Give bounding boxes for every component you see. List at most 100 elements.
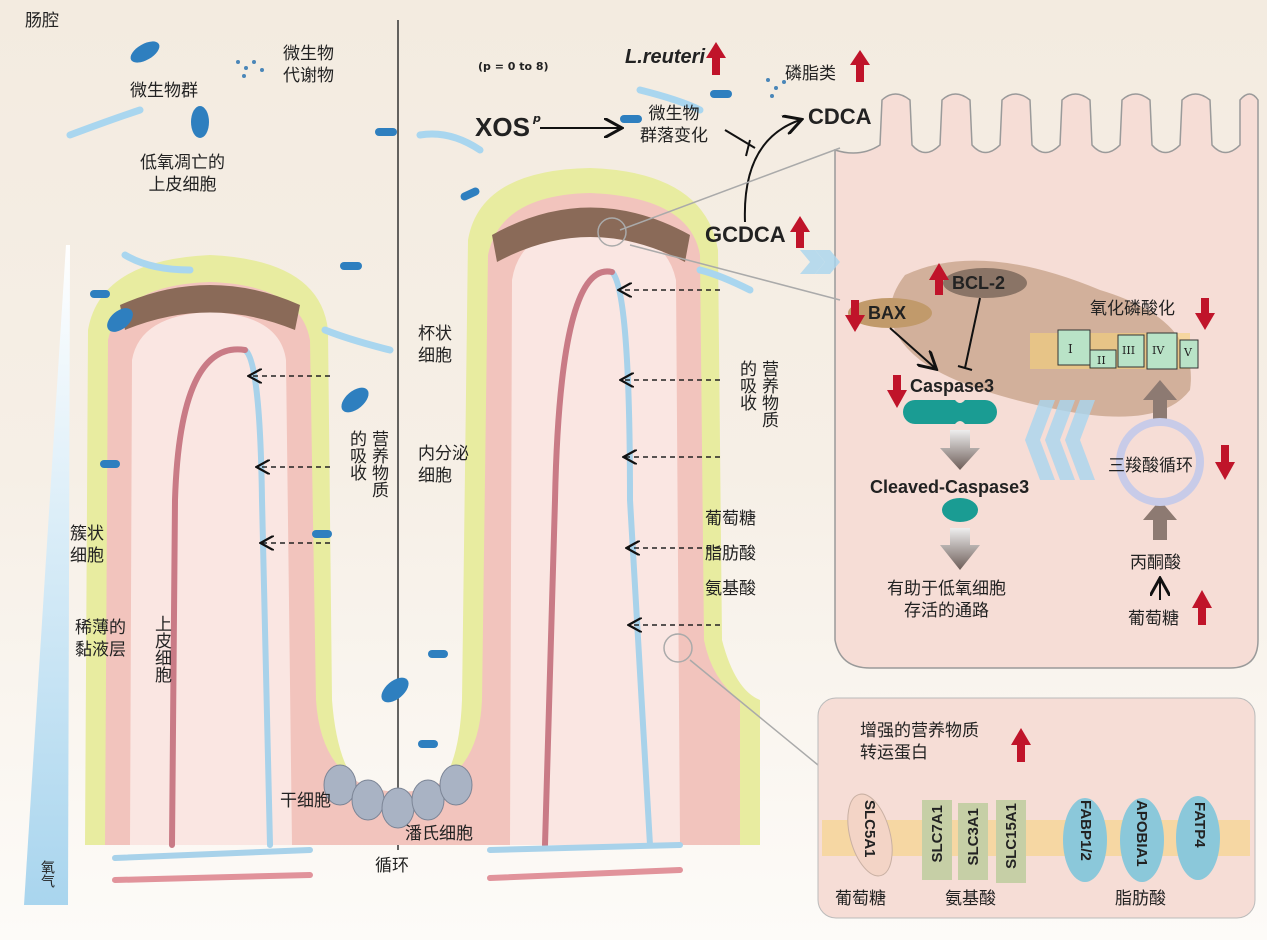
caspase3-label: Caspase3 (910, 376, 995, 396)
gray-arrow (940, 528, 980, 570)
label-line: 细胞 (418, 346, 452, 366)
lumen-label: 肠腔 (25, 11, 59, 31)
inhibition-line (724, 129, 756, 157)
transport-panel-title: 增强的营养物质转运蛋白 (860, 720, 979, 764)
complex-iii: III (1122, 344, 1136, 357)
oxphos-label: 氧化磷酸化 (1090, 299, 1175, 319)
gray-arrow (1143, 380, 1177, 420)
xos-subscript: p (533, 112, 541, 125)
zoom-circle (597, 217, 627, 247)
apoptotic-tip-right (492, 207, 690, 262)
label-line: 的吸收 (346, 430, 366, 481)
label-line: 黏液层 (75, 640, 126, 660)
protein-slc15a1: SLC15A1 (1003, 803, 1020, 869)
metabolites-label: 微生物代谢物 (283, 43, 334, 87)
label-line: 的吸收 (736, 360, 756, 411)
label-line: 细胞 (418, 466, 452, 486)
nutrient-amino-acid: 氨基酸 (705, 579, 756, 599)
circulation-label: 循环 (375, 856, 409, 876)
apoptotic-tip-left (120, 285, 300, 330)
complex-iv: IV (1152, 344, 1165, 357)
label-line: 营养物质 (368, 430, 388, 498)
crypt-cells (323, 764, 473, 829)
survival-pathway-label: 有助于低氧细胞存活的通路 (887, 578, 1006, 622)
complex-ii: II (1097, 354, 1106, 367)
xos-repeat-note: (p = 0 to 8) (478, 60, 549, 73)
nutrient-absorption-label-left: 营养物质的吸收 (345, 430, 389, 498)
bax-oval (848, 298, 932, 328)
phospholipids-label: 磷脂类 (785, 64, 836, 84)
protein-apobia1: APOBIA1 (1133, 800, 1150, 867)
protein-fatp4: FATP4 (1191, 802, 1208, 848)
group-amino-acid: 氨基酸 (945, 889, 996, 909)
pyruvate-label: 丙酮酸 (1130, 553, 1181, 573)
bcl2-oval (943, 268, 1027, 298)
bcl2-label: BCL-2 (952, 273, 1005, 293)
oxygen-gradient-bar (24, 245, 70, 905)
label-line: 微生物 (283, 44, 334, 64)
cdca-label: CDCA (808, 104, 872, 129)
nutrient-absorption-label-right: 营养物质的吸收 (735, 360, 779, 428)
oxygen-label: 氧气 (39, 860, 55, 888)
complex-v: V (1184, 346, 1192, 359)
xos-label: XOS (475, 112, 530, 142)
goblet-cell-label: 杯状细胞 (418, 323, 452, 367)
cleaved-caspase3-shape (942, 498, 978, 522)
metabolite-dots (236, 60, 786, 98)
gray-arrow (1143, 500, 1177, 540)
nutrient-fatty-acid: 脂肪酸 (705, 544, 756, 564)
community-change-label: 微生物群落变化 (640, 103, 708, 147)
etc-membrane (1030, 329, 1199, 370)
gcdca-to-cdca-arrow (743, 120, 800, 223)
vein-left (242, 347, 273, 848)
circulation-artery (112, 867, 683, 883)
tuft-cell-label: 簇状细胞 (70, 523, 104, 567)
label-line: 细胞 (70, 546, 104, 566)
stem-cell-label: 干细胞 (280, 791, 331, 811)
protein-slc3a1: SLC3A1 (965, 808, 982, 866)
zoom-circle (663, 633, 693, 663)
vein-right (609, 269, 653, 848)
label-line: 有助于低氧细胞 (887, 579, 1006, 599)
label-line: 微生物 (648, 104, 700, 124)
protein-slc7a1: SLC7A1 (929, 805, 946, 863)
glucose-label: 葡萄糖 (1128, 609, 1179, 629)
endocrine-cell-label: 内分泌细胞 (418, 443, 469, 487)
gray-arrow (940, 430, 980, 470)
artery-left (169, 346, 248, 848)
label-line: 稀薄的 (75, 618, 126, 638)
group-glucose: 葡萄糖 (835, 889, 886, 909)
label-line: 群落变化 (640, 126, 708, 146)
epithelial-cell-label: 上皮细胞 (151, 615, 171, 683)
red-arrows (706, 42, 1235, 762)
circulation-vein (112, 842, 683, 861)
label-line: 上皮细胞 (148, 175, 217, 195)
complex-i: I (1068, 342, 1073, 356)
label-line: 转运蛋白 (860, 743, 928, 763)
label-line: 增强的营养物质 (860, 721, 979, 741)
nutrient-glucose: 葡萄糖 (705, 509, 756, 529)
l-reuteri-label: L.reuteri (625, 46, 706, 68)
label-line: 杯状 (418, 324, 452, 344)
bacteria (90, 41, 732, 748)
tca-cycle-label: 三羧酸循环 (1108, 456, 1193, 476)
cleaved-caspase3-label: Cleaved-Caspase3 (870, 477, 1030, 497)
group-fatty-acid: 脂肪酸 (1115, 889, 1166, 909)
gcdca-label: GCDCA (705, 222, 786, 247)
paneth-cell-label: 潘氏细胞 (405, 824, 473, 844)
protein-fabp12: FABP1/2 (1077, 800, 1094, 861)
artery-right (542, 268, 615, 848)
mucus-layer-label: 稀薄的黏液层 (75, 617, 126, 661)
label-line: 营养物质 (758, 360, 778, 428)
label-line: 存活的通路 (904, 601, 989, 621)
label-line: 低氧凋亡的 (140, 153, 225, 173)
label-line: 内分泌 (418, 444, 469, 464)
microbiota-label: 微生物群 (130, 81, 198, 101)
apoptotic-cells-label: 低氧凋亡的上皮细胞 (140, 152, 225, 196)
label-line: 代谢物 (283, 66, 334, 86)
chevrons (800, 250, 1095, 480)
tca-cycle (1116, 418, 1204, 506)
protein-slc5a1: SLC5A1 (861, 800, 878, 858)
